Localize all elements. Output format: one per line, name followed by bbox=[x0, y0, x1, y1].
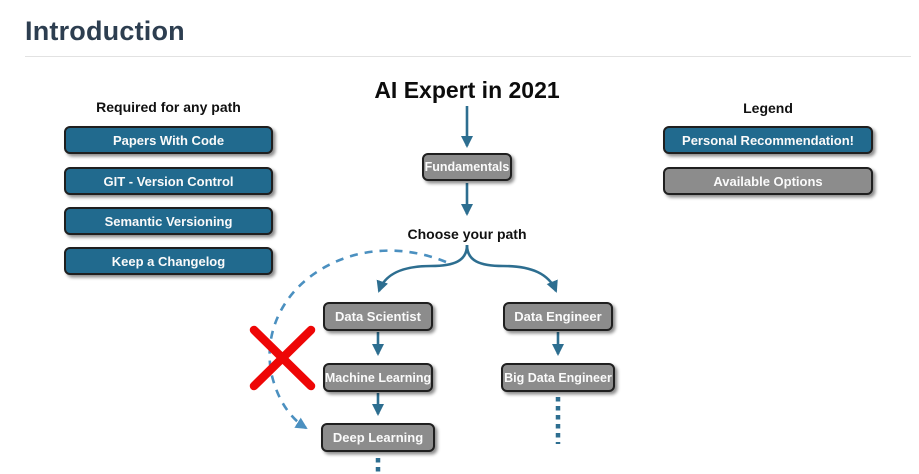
node-machine-learning[interactable]: Machine Learning bbox=[323, 363, 433, 392]
page-title: Introduction bbox=[25, 16, 911, 57]
node-semantic-versioning[interactable]: Semantic Versioning bbox=[64, 207, 273, 235]
legend-personal-recommendation: Personal Recommendation! bbox=[663, 126, 873, 154]
choose-your-path-label: Choose your path bbox=[407, 226, 527, 242]
node-papers-with-code[interactable]: Papers With Code bbox=[64, 126, 273, 154]
red-cross-icon bbox=[249, 325, 316, 391]
diagram-title: AI Expert in 2021 bbox=[374, 77, 560, 103]
node-keep-a-changelog[interactable]: Keep a Changelog bbox=[64, 247, 273, 275]
node-deep-learning[interactable]: Deep Learning bbox=[321, 423, 435, 452]
node-fundamentals[interactable]: Fundamentals bbox=[422, 153, 512, 181]
legend-available-options: Available Options bbox=[663, 167, 873, 195]
dashed-skip-arrow bbox=[268, 249, 447, 430]
node-data-engineer[interactable]: Data Engineer bbox=[503, 302, 613, 331]
branch-to-data-engineer bbox=[465, 244, 558, 293]
node-big-data-engineer[interactable]: Big Data Engineer bbox=[501, 363, 615, 392]
branch-to-data-scientist bbox=[376, 244, 469, 293]
required-path-heading: Required for any path bbox=[96, 99, 241, 115]
node-data-scientist[interactable]: Data Scientist bbox=[323, 302, 433, 331]
legend-heading: Legend bbox=[743, 100, 793, 116]
node-git-version-control[interactable]: GIT - Version Control bbox=[64, 167, 273, 195]
